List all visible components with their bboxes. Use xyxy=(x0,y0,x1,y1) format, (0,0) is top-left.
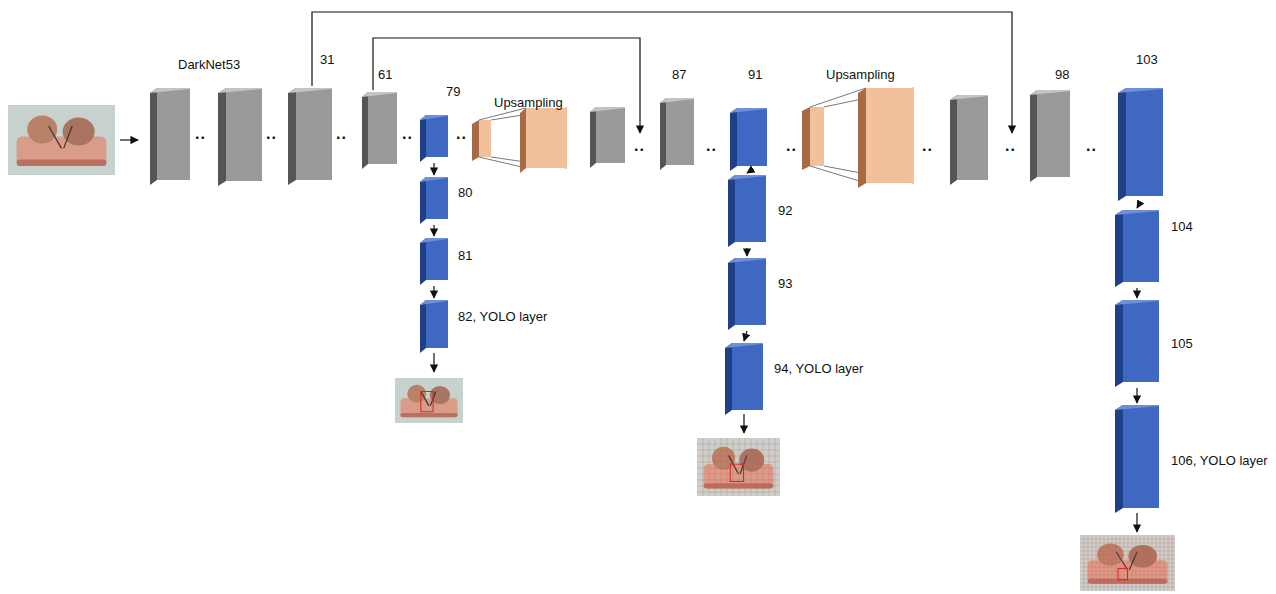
photo-image xyxy=(395,378,463,423)
layer-number: 31 xyxy=(320,52,334,68)
input-arrow xyxy=(120,139,138,140)
block-shape xyxy=(362,92,397,164)
block-shape xyxy=(725,343,763,410)
layer-number: 82, YOLO layer xyxy=(458,309,547,325)
layer-block xyxy=(218,88,262,186)
flow-arrow xyxy=(744,331,747,341)
detection-layer-block: 91 xyxy=(730,108,767,166)
layer-block: 61 xyxy=(362,92,397,164)
block-shape xyxy=(288,88,332,180)
detection-layer-block: 80 xyxy=(420,177,448,219)
output-arrow xyxy=(433,353,434,372)
block-shape xyxy=(1030,90,1070,177)
detection-layer-block: 79 xyxy=(420,115,448,157)
layer-block: 98 xyxy=(1030,90,1070,177)
detection-layer-block: 103 xyxy=(1118,88,1163,196)
block-shape xyxy=(420,177,448,219)
block-title: Upsampling xyxy=(826,67,895,83)
detection-layer-block: 93 xyxy=(728,258,766,325)
layer-number: 103 xyxy=(1136,52,1158,68)
block-shape xyxy=(802,88,914,183)
upsampling-block: Upsampling xyxy=(472,108,567,168)
detection-layer-block: 94, YOLO layer xyxy=(725,343,763,410)
block-shape xyxy=(728,175,766,242)
layer-block xyxy=(590,107,625,168)
layer-number: 104 xyxy=(1171,219,1193,235)
layer-number: 92 xyxy=(778,203,792,219)
photo-image xyxy=(1080,535,1175,591)
layer-number: 106, YOLO layer xyxy=(1171,453,1268,469)
artwork-group xyxy=(8,88,1175,591)
flow-arrow xyxy=(1136,288,1137,298)
layer-number: 105 xyxy=(1171,336,1193,352)
detection-layer-block: 82, YOLO layer xyxy=(420,300,448,348)
ellipsis-mark: .. xyxy=(266,126,277,142)
output-arrow xyxy=(1136,513,1137,532)
layer-number: 93 xyxy=(778,276,792,292)
flow-arrow xyxy=(433,163,434,175)
output-arrow xyxy=(743,414,744,433)
backbone-label: DarkNet53 xyxy=(178,58,240,71)
block-shape xyxy=(1115,210,1159,282)
flow-arrow xyxy=(747,172,749,173)
flow-arrow xyxy=(746,248,747,256)
block-shape xyxy=(660,98,694,165)
photo-image xyxy=(697,438,780,496)
block-shape xyxy=(728,258,766,325)
block-shape xyxy=(1118,88,1163,196)
block-shape xyxy=(472,108,567,168)
detection-layer-block: 92 xyxy=(728,175,766,242)
layer-block xyxy=(150,88,190,185)
layer-number: 61 xyxy=(378,67,392,83)
ellipsis-mark: .. xyxy=(634,138,645,154)
layer-block: 87 xyxy=(660,98,694,165)
flow-arrow xyxy=(433,225,434,236)
block-shape xyxy=(420,300,448,348)
layer-block xyxy=(950,95,988,185)
upsampling-block: Upsampling xyxy=(802,88,914,183)
layer-number: 81 xyxy=(458,248,472,264)
layer-block: 31 xyxy=(288,88,332,180)
block-shape xyxy=(420,238,448,280)
layer-number: 94, YOLO layer xyxy=(774,361,863,377)
ellipsis-mark: .. xyxy=(336,126,347,142)
layer-number: 79 xyxy=(446,84,460,100)
ellipsis-mark: .. xyxy=(786,138,797,154)
detection-layer-block: 81 xyxy=(420,238,448,280)
layer-number: 80 xyxy=(458,185,472,201)
layer-number: 87 xyxy=(672,67,686,83)
ellipsis-mark: .. xyxy=(195,126,206,142)
ellipsis-mark: .. xyxy=(1086,138,1097,154)
block-shape xyxy=(730,108,767,166)
flow-arrow xyxy=(1137,202,1141,208)
flow-arrow xyxy=(433,286,434,298)
layer-number: 91 xyxy=(748,67,762,83)
flow-arrow xyxy=(1136,388,1137,403)
ellipsis-mark: .. xyxy=(456,126,467,142)
block-shape xyxy=(1115,300,1159,382)
photo-image xyxy=(8,105,115,175)
ellipsis-mark: .. xyxy=(402,126,413,142)
ellipsis-mark: .. xyxy=(706,138,717,154)
detection-layer-block: 106, YOLO layer xyxy=(1115,405,1159,508)
detection-layer-block: 104 xyxy=(1115,210,1159,282)
block-shape xyxy=(420,115,448,157)
ellipsis-mark: .. xyxy=(922,138,933,154)
detection-layer-block: 105 xyxy=(1115,300,1159,382)
ellipsis-mark: .. xyxy=(1005,138,1016,154)
layer-number: 98 xyxy=(1055,67,1069,83)
block-shape xyxy=(1115,405,1159,508)
block-title: Upsampling xyxy=(494,95,563,111)
